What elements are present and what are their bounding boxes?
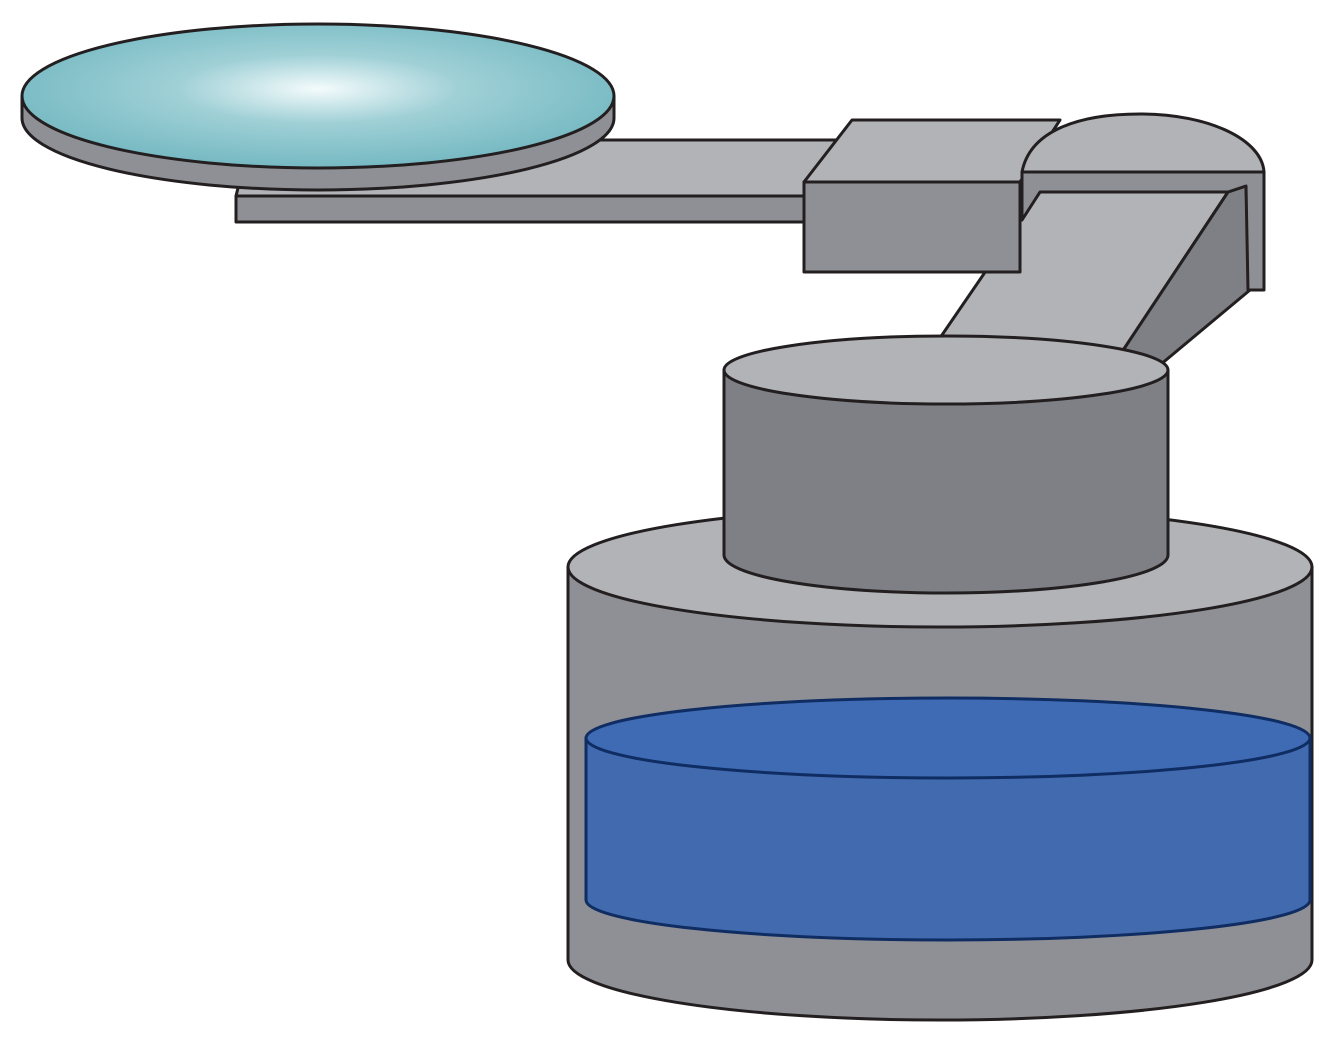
wafer	[20, 22, 616, 192]
shoulder-column	[722, 334, 1170, 595]
elbow-joint-top	[1020, 112, 1266, 174]
liquid-tank-surface	[584, 696, 1312, 780]
wafer-surface	[20, 22, 616, 170]
liquid-tank	[584, 696, 1312, 942]
wrist-block-top	[802, 118, 1062, 184]
wrist-block	[802, 118, 1062, 274]
wrist-block-front	[802, 180, 1022, 274]
liquid-tank-side	[584, 736, 1312, 942]
end-effector-arm-side	[234, 194, 822, 224]
shoulder-column-side	[722, 368, 1170, 595]
shoulder-column-top	[722, 334, 1170, 406]
elbow-joint-side	[1020, 170, 1266, 292]
elbow-joint	[1020, 112, 1266, 292]
